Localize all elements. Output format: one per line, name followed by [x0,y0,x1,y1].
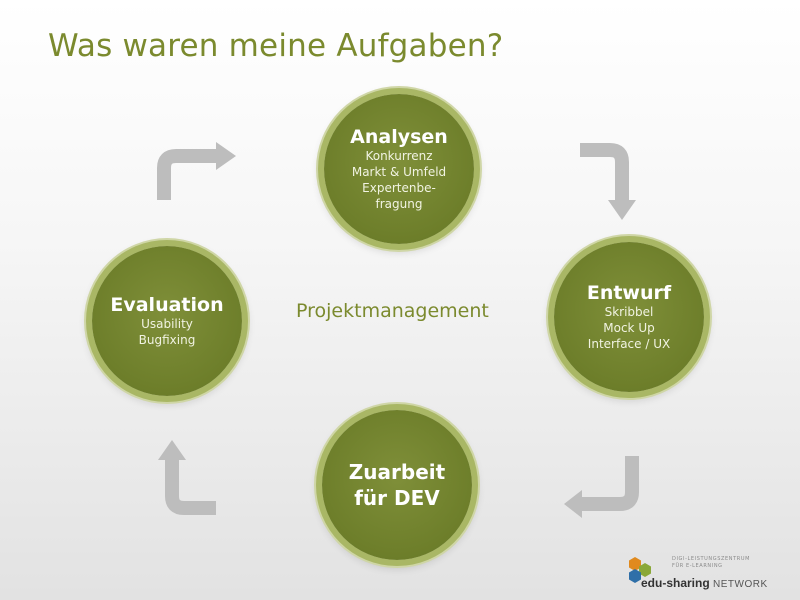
node-entwurf-item: Interface / UX [587,337,671,351]
logo-tagline: FÜR E-LEARNING [672,563,723,569]
edu-sharing-logo: DIGI-LEISTUNGSZENTRUM FÜR E-LEARNING edu… [626,554,776,594]
node-analysen-item: Konkurrenz [365,149,433,163]
slide-title: Was waren meine Aufgaben? [48,28,504,64]
node-entwurf-heading: Entwurf [586,282,672,304]
node-entwurf: Entwurf Skribbel Mock Up Interface / UX [554,242,704,392]
node-evaluation-item: Usability [141,317,193,331]
node-zuarbeit-heading: Zuarbeit [348,460,446,484]
node-entwurf-item: Skribbel [604,305,654,319]
arrow-bottom-left-icon [158,440,216,515]
node-analysen-item: fragung [375,197,423,211]
arrow-top-right-icon [580,143,636,220]
node-analysen-item: Expertenbe- [362,181,436,195]
node-analysen-item: Markt & Umfeld [351,165,447,179]
node-zuarbeit-heading: für DEV [354,486,440,510]
node-evaluation: Evaluation Usability Bugfixing [92,246,242,396]
node-evaluation-item: Bugfixing [138,333,196,347]
node-entwurf-item: Mock Up [603,321,655,335]
arrow-top-left-icon [157,142,236,200]
node-analysen: Analysen Konkurrenz Markt & Umfeld Exper… [324,94,474,244]
node-evaluation-heading: Evaluation [110,294,224,316]
arrow-bottom-right-icon [564,456,639,518]
logo-brand: edu-sharing NETWORK [641,576,768,590]
hexagon-cluster-icon [629,557,651,583]
node-analysen-heading: Analysen [350,126,448,148]
logo-tagline: DIGI-LEISTUNGSZENTRUM [672,556,751,562]
center-label: Projektmanagement [296,300,489,322]
logo-brand-name: edu-sharing [641,576,710,590]
node-zuarbeit: Zuarbeit für DEV [322,410,472,560]
logo-brand-suffix: NETWORK [713,579,768,590]
